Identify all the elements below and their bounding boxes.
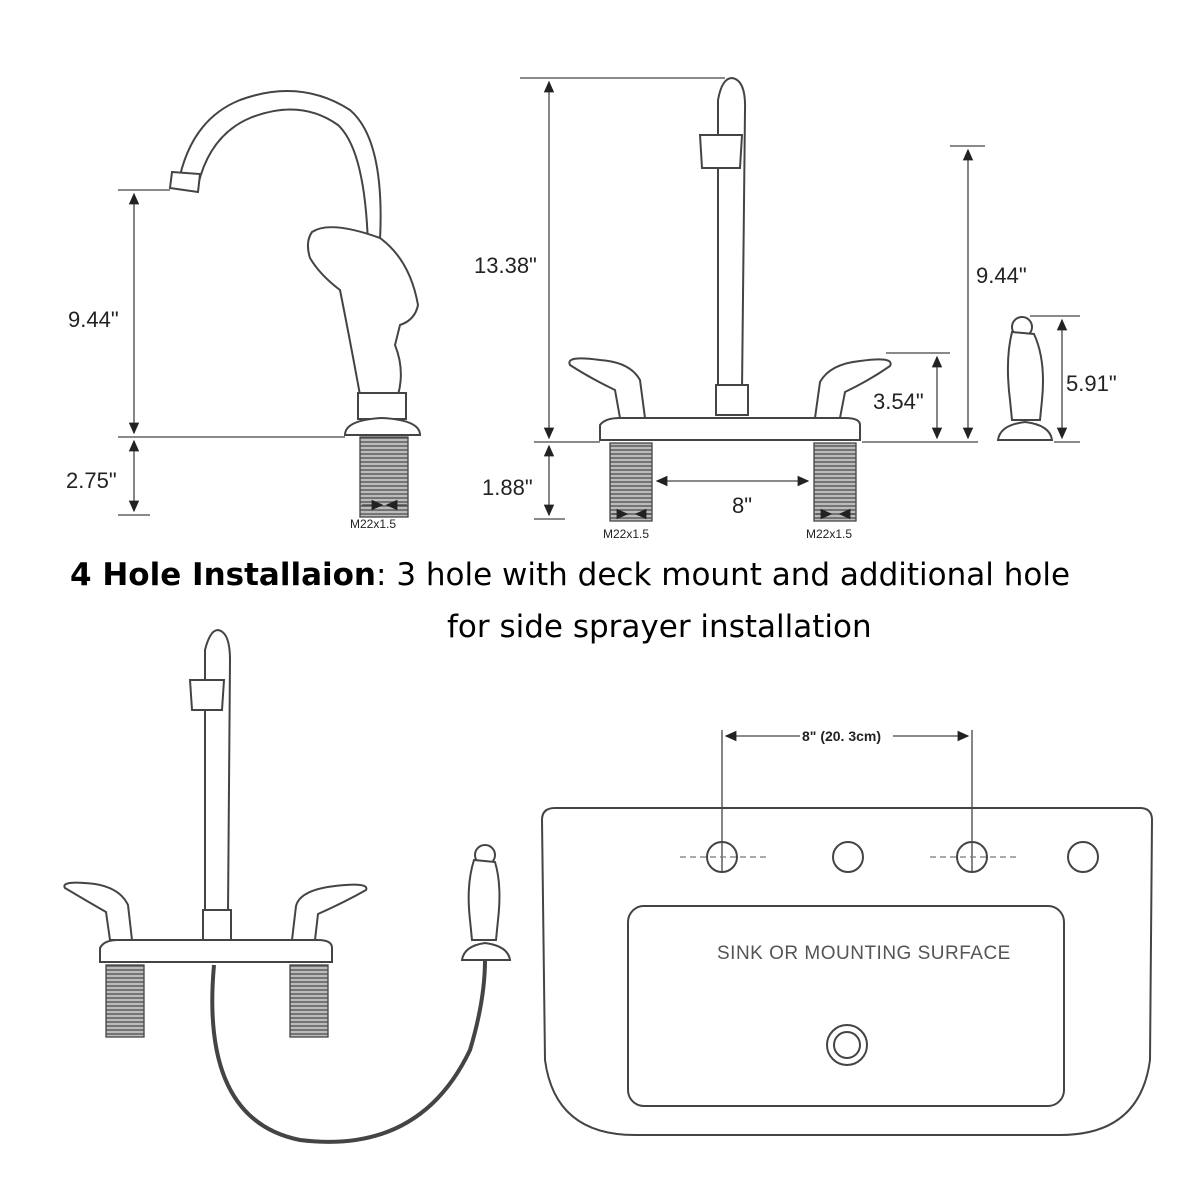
caption-line-1: 4 Hole Installaion: 3 hole with deck mou… — [70, 548, 1070, 602]
mounting-hole-1 — [706, 841, 738, 873]
sink-plan: 8" (20. 3cm) SINK OR MOUNTING SURFACE — [540, 728, 1154, 1136]
front-thread-left-label: M22x1.5 — [603, 527, 649, 541]
front-handle-label: 3.54" — [873, 389, 924, 414]
front-shank-label: 1.88" — [482, 475, 533, 500]
side-view-dimensions: 9.44" 2.75" M22x1.5 — [66, 189, 407, 531]
front-spacing-label: 8" — [732, 493, 752, 518]
hole-spacing-label: 8" (20. 3cm) — [802, 728, 881, 744]
front-view-dimensions: 13.38" 1.88" 8" 3.54" M22x1.5 M22x1.5 — [474, 77, 978, 541]
mounting-hole-sprayer — [1067, 841, 1099, 873]
side-height-label: 9.44" — [68, 307, 119, 332]
side-shank-label: 2.75" — [66, 468, 117, 493]
mounting-hole-3 — [956, 841, 988, 873]
sprayer-total-label: 9.44" — [976, 263, 1027, 288]
caption-title: 4 Hole Installaion — [70, 557, 377, 593]
front-view-faucet — [568, 76, 892, 522]
front-height-label: 13.38" — [474, 253, 537, 278]
side-sprayer — [996, 316, 1054, 441]
drain-inner — [833, 1031, 861, 1059]
side-thread-label: M22x1.5 — [350, 517, 396, 531]
caption-text-1: : 3 hole with deck mount and additional … — [376, 557, 1071, 593]
sprayer-height-label: 5.91" — [1066, 371, 1117, 396]
side-view-faucet — [168, 90, 422, 518]
mounting-hole-2 — [832, 841, 864, 873]
drain-outer — [826, 1024, 868, 1066]
assembly-view — [63, 628, 512, 1144]
sink-surface-label: SINK OR MOUNTING SURFACE — [717, 943, 1011, 964]
front-thread-right-label: M22x1.5 — [806, 527, 852, 541]
caption-text-2: for side sprayer installation — [447, 609, 872, 645]
sprayer-dimensions: 9.44" 5.91" — [950, 145, 1117, 443]
